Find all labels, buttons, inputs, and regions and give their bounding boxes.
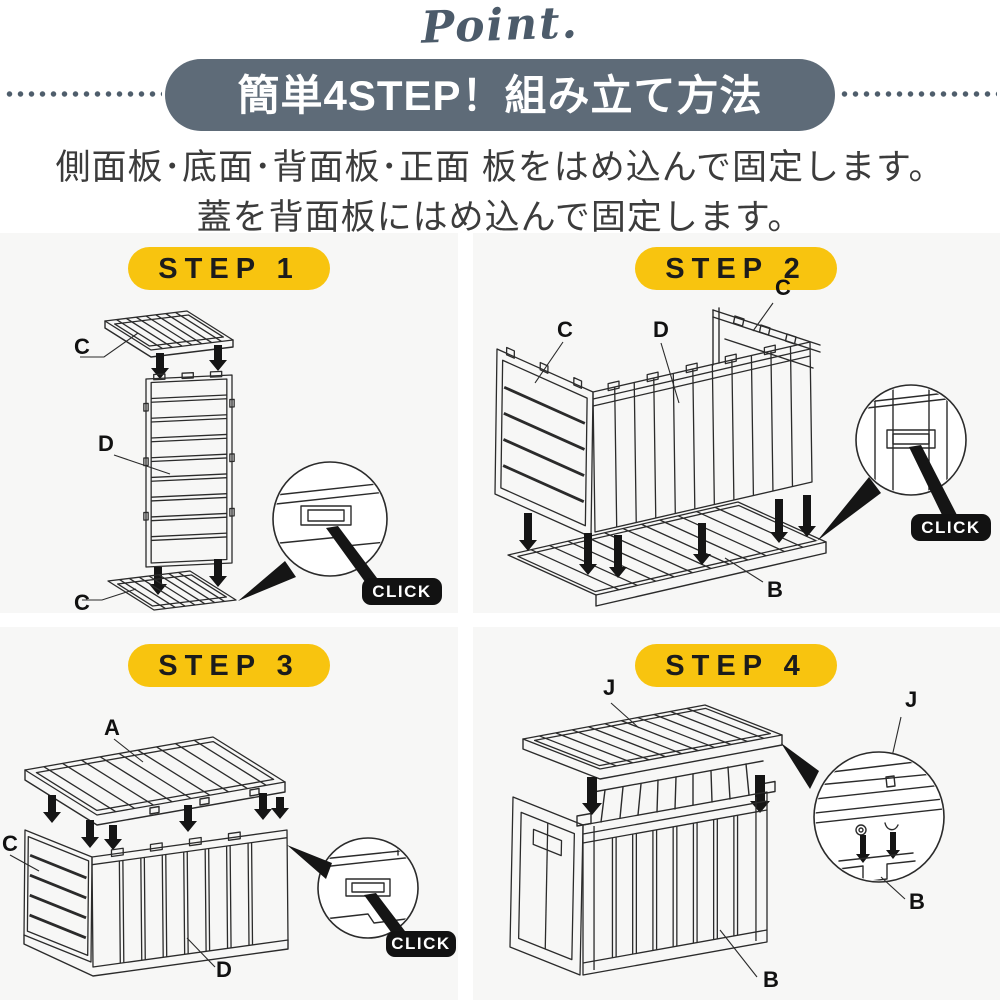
- right-frame-drawing: [712, 307, 821, 369]
- pointer-wedge: [287, 845, 332, 879]
- subtitle-line-1: 側面板･底面･背面板･正面 板をはめ込んで固定します。: [55, 148, 945, 187]
- part-label-b: B: [763, 967, 779, 992]
- side-panel-drawing: [144, 371, 234, 567]
- step-2-diagram: C D C B CLICK: [473, 233, 991, 613]
- pointer-wedge: [238, 561, 296, 601]
- click-badge: [911, 514, 991, 541]
- dotted-line-left: [4, 91, 162, 97]
- click-badge-label: CLICK: [921, 518, 980, 537]
- rim-spindles-drawing: [576, 760, 776, 827]
- down-arrow-icon: [519, 513, 537, 551]
- step-4-badge: STEP 4: [635, 644, 837, 687]
- down-arrow-icon: [104, 825, 122, 850]
- front-panel-drawing: [92, 826, 288, 967]
- latch-detail: [275, 482, 386, 547]
- down-arrow-icon: [179, 805, 197, 832]
- down-arrow-icon: [579, 533, 597, 575]
- pointer-wedge: [781, 743, 819, 789]
- step-3-diagram: A C D CLICK: [0, 627, 456, 1000]
- down-arrow-icon: [43, 795, 61, 823]
- down-arrow-icon: [81, 820, 99, 848]
- lid-drawing: [523, 705, 782, 769]
- part-label-b: B: [909, 889, 925, 914]
- part-label-j: J: [905, 687, 917, 712]
- step-1-badge: STEP 1: [128, 247, 330, 290]
- top-panel-drawing: [105, 311, 233, 350]
- step-1-diagram: C D C CLICK: [0, 233, 442, 613]
- down-arrow-icon: [609, 535, 627, 578]
- step-2-badge: STEP 2: [635, 247, 837, 290]
- part-label-c: C: [2, 831, 18, 856]
- part-label-j: J: [603, 675, 615, 700]
- step-3-badge: STEP 3: [128, 644, 330, 687]
- part-label-c: C: [775, 275, 791, 300]
- part-label-b: B: [767, 577, 783, 602]
- dotted-line-right: [839, 91, 997, 97]
- magnifier-circle: [272, 461, 388, 577]
- part-label-d: D: [216, 957, 232, 982]
- latch-detail: [857, 386, 965, 494]
- down-arrow-icon: [209, 345, 227, 371]
- front-panel-drawing: [583, 792, 767, 975]
- part-label-c: C: [557, 317, 573, 342]
- step-3-card: STEP 3: [0, 627, 458, 1000]
- down-arrow-icon: [271, 797, 289, 819]
- magnifier-circle: [317, 837, 419, 939]
- part-label-d: D: [98, 431, 114, 456]
- click-badge: [362, 578, 442, 605]
- click-badge-label: CLICK: [372, 582, 431, 601]
- step-4-diagram: J J B B: [473, 675, 945, 1000]
- part-label-c: C: [74, 590, 90, 613]
- left-panel-drawing: [495, 343, 593, 537]
- step-1-card: STEP 1: [0, 233, 458, 613]
- left-panel-drawing: [24, 830, 92, 962]
- down-arrow-icon: [798, 495, 816, 537]
- pointer-wedge: [817, 477, 881, 541]
- step-2-card: STEP 2: [473, 233, 1000, 613]
- down-arrow-icon: [693, 523, 711, 565]
- bottom-panel-drawing: [108, 571, 236, 610]
- click-badge: [386, 931, 456, 957]
- left-panel-drawing: [510, 797, 583, 975]
- pointer-wedge: [909, 445, 957, 519]
- down-arrow-icon: [770, 499, 788, 543]
- part-label-d: D: [653, 317, 669, 342]
- pointer-wedge: [326, 526, 380, 586]
- lid-drawing: [25, 737, 285, 815]
- magnifier-circle: [813, 751, 945, 883]
- part-label-a: A: [104, 715, 120, 740]
- hinge-detail: [815, 761, 943, 881]
- step-4-card: STEP 4: [473, 627, 1000, 1000]
- pointer-wedge: [364, 893, 408, 939]
- back-panel-drawing: [593, 337, 812, 532]
- down-arrow-icon: [209, 559, 227, 587]
- down-arrow-icon: [886, 832, 900, 859]
- magnifier-circle: [855, 384, 967, 496]
- subtitle-line-2: 蓋を背面板にはめ込んで固定します。: [196, 198, 804, 237]
- down-arrow-icon: [856, 835, 870, 863]
- down-arrow-icon: [151, 353, 169, 379]
- down-arrow-icon: [254, 793, 272, 820]
- click-badge-label: CLICK: [391, 934, 450, 953]
- title-banner: 簡単4STEP！組み立て方法: [165, 59, 835, 131]
- down-arrow-icon: [582, 777, 602, 815]
- part-label-c: C: [74, 334, 90, 359]
